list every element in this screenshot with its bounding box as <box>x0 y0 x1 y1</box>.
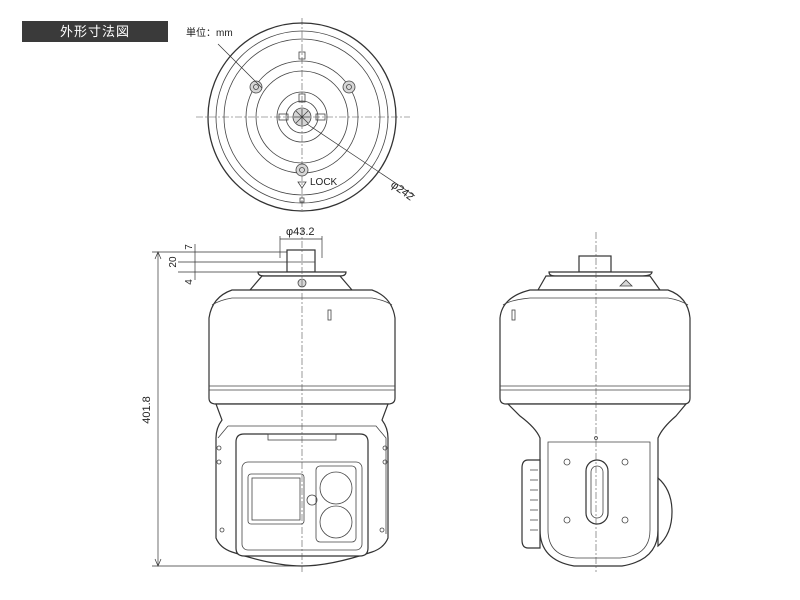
mount-diameter-label: φ242 <box>388 179 416 204</box>
title-badge: 外形寸法図 <box>22 21 168 42</box>
top-view: LOCK φ242 <box>196 18 416 212</box>
lock-marking: LOCK <box>310 177 338 188</box>
front-view: φ43.2 7 20 <box>141 226 396 572</box>
dim-7-label: 7 <box>184 244 195 250</box>
dim-4-label: 4 <box>184 279 195 285</box>
unit-label: 単位：mm <box>186 28 233 39</box>
pipe-diameter-label: φ43.2 <box>286 226 315 238</box>
dim-20-label: 20 <box>168 256 179 268</box>
side-view <box>499 232 691 572</box>
total-height-label: 401.8 <box>141 396 153 424</box>
